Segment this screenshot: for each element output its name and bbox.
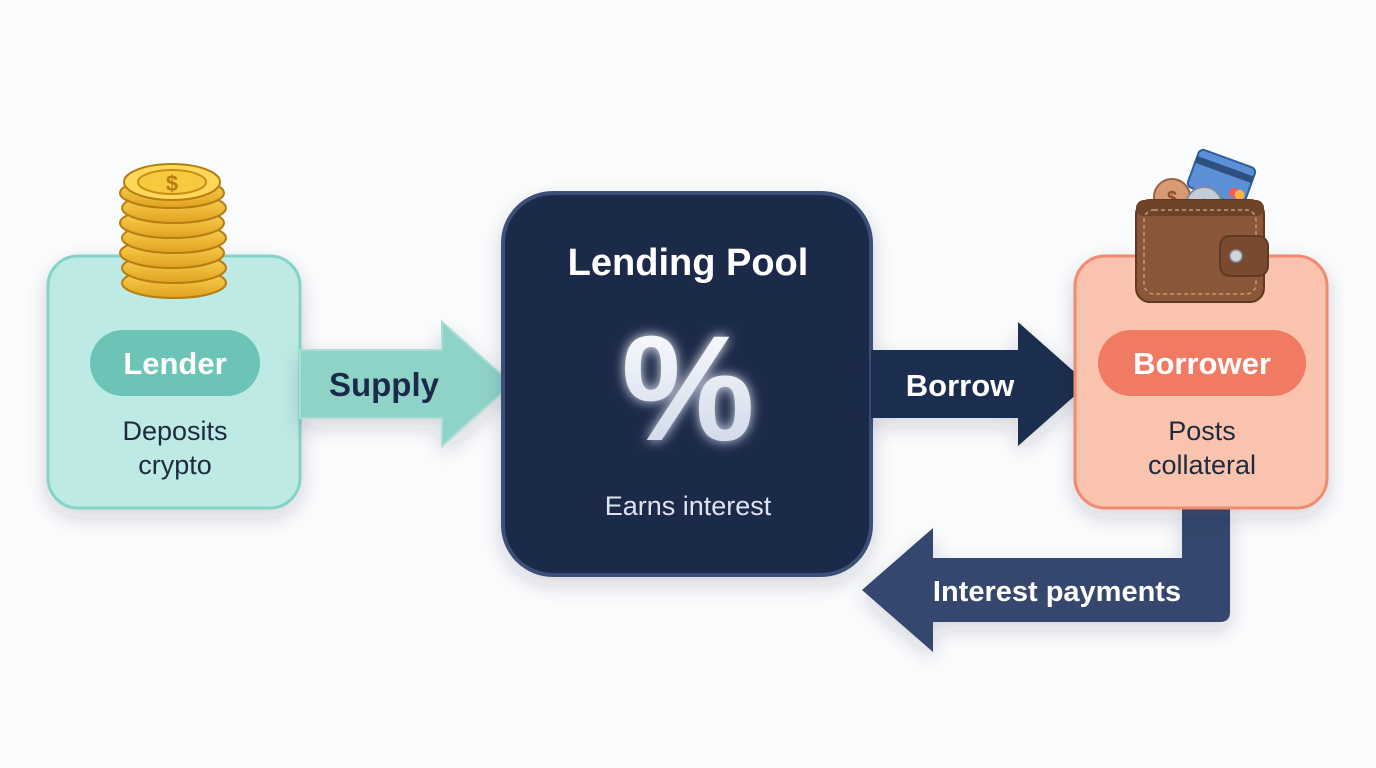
svg-text:$: $	[166, 171, 178, 196]
borrower-card: Borrower Posts collateral	[1073, 254, 1329, 510]
borrow-arrow: Borrow	[871, 322, 1088, 446]
interest-payments-label: Interest payments	[933, 576, 1181, 608]
lending-pool-title: Lending Pool	[568, 242, 809, 284]
lending-pool-caption: Earns interest	[605, 491, 772, 521]
borrower-description-line2: collateral	[1148, 450, 1256, 480]
borrower-label: Borrower	[1133, 346, 1271, 381]
percent-icon: %	[621, 304, 754, 472]
borrow-label: Borrow	[906, 368, 1015, 403]
lender-description-line1: Deposits	[122, 416, 227, 446]
borrower-pill	[1098, 330, 1306, 396]
coin-stack-icon: $	[119, 163, 227, 299]
lender-pill	[90, 330, 260, 396]
lender-label: Lender	[123, 346, 226, 381]
borrower-description-line1: Posts	[1168, 416, 1236, 446]
wallet-icon: $ $	[1135, 148, 1269, 303]
lender-card: Lender Deposits crypto	[46, 254, 302, 510]
lender-description-line2: crypto	[138, 450, 212, 480]
supply-arrow: Supply	[299, 319, 514, 449]
svg-text:$: $	[1167, 188, 1177, 208]
interest-payments-arrow: Interest payments	[862, 508, 1230, 652]
lending-pool-card: Lending Pool % Earns interest	[501, 191, 873, 577]
supply-label: Supply	[329, 366, 440, 403]
